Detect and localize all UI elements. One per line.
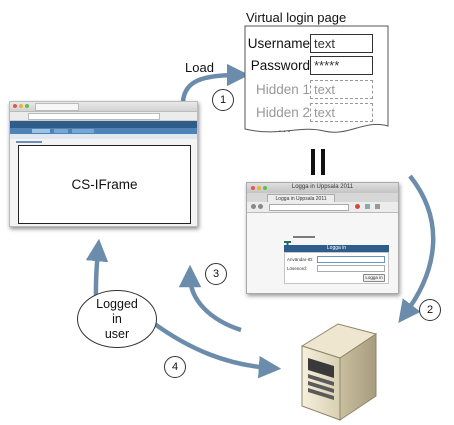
address-bar bbox=[28, 113, 160, 120]
password-field-label: Lösenord: bbox=[287, 266, 308, 271]
bubble-line-2: in bbox=[112, 312, 122, 326]
browser-tab bbox=[35, 103, 79, 111]
login-address-bar bbox=[269, 204, 349, 211]
arrow-3 bbox=[178, 264, 242, 333]
minimize-icon bbox=[257, 186, 261, 190]
login-header: Logga in bbox=[284, 245, 389, 252]
ellipsis: ... bbox=[278, 120, 292, 135]
virtual-login-page: Username text Password ***** Hidden 1 te… bbox=[244, 25, 388, 135]
breadcrumb bbox=[16, 141, 42, 143]
login-form: Användar-ID: Lösenord: Logga in bbox=[284, 252, 389, 284]
maximize-icon bbox=[25, 104, 29, 108]
close-icon bbox=[251, 186, 255, 190]
stop-icon bbox=[355, 204, 360, 209]
uppsala-logo bbox=[284, 235, 291, 248]
login-password-input[interactable] bbox=[317, 265, 385, 272]
bubble-line-1: Logged bbox=[96, 297, 138, 311]
step-3-badge: 3 bbox=[205, 263, 227, 285]
back-icon bbox=[251, 204, 256, 209]
username-field: text bbox=[310, 34, 373, 53]
load-label: Load bbox=[185, 60, 214, 75]
step-2-badge: 2 bbox=[419, 299, 441, 321]
logo-text bbox=[293, 236, 315, 238]
login-tab: Logga in Uppsala 2011 bbox=[267, 194, 335, 203]
close-icon bbox=[13, 104, 17, 108]
toolbar bbox=[10, 112, 197, 121]
hidden1-label: Hidden 1 bbox=[255, 82, 310, 97]
server-icon bbox=[300, 323, 378, 421]
maximize-icon bbox=[263, 186, 267, 190]
hidden2-label: Hidden 2 bbox=[255, 105, 310, 120]
bubble-line-3: user bbox=[104, 327, 130, 341]
minimize-icon bbox=[19, 104, 23, 108]
login-toolbar bbox=[247, 202, 398, 213]
equals-sign bbox=[311, 149, 325, 175]
site-header bbox=[10, 121, 197, 128]
cs-iframe: CS-IFrame bbox=[18, 145, 191, 224]
arrow-load bbox=[180, 63, 250, 102]
login-browser-window: Logga in Uppsala 2011 Logga in Uppsala 2… bbox=[246, 182, 399, 294]
site-subnav bbox=[10, 134, 197, 139]
login-content: Logga in Användar-ID: Lösenord: Logga in bbox=[247, 213, 398, 293]
window-title: Logga in Uppsala 2011 bbox=[291, 184, 354, 190]
bookmark-icon bbox=[365, 204, 370, 209]
step-1-badge: 1 bbox=[212, 89, 234, 111]
password-label: Password bbox=[250, 58, 310, 73]
login-titlebar: Logga in Uppsala 2011 bbox=[247, 183, 398, 193]
titlebar bbox=[10, 102, 197, 112]
hidden2-field: text bbox=[310, 103, 373, 122]
arrow-4-b bbox=[150, 320, 282, 379]
step-4-badge: 4 bbox=[164, 356, 186, 378]
username-label: Username bbox=[247, 36, 310, 51]
login-tabbar: Logga in Uppsala 2011 bbox=[247, 193, 398, 203]
username-field-label: Användar-ID: bbox=[287, 257, 314, 262]
menu-icon bbox=[375, 204, 380, 209]
arrow-2 bbox=[398, 174, 436, 324]
logged-in-user-bubble: Logged in user bbox=[77, 290, 157, 348]
hidden1-field: text bbox=[310, 80, 373, 99]
password-field: ***** bbox=[310, 56, 373, 75]
site-nav bbox=[10, 128, 197, 134]
login-username-input[interactable] bbox=[317, 256, 385, 263]
forward-icon bbox=[258, 204, 263, 209]
login-button[interactable]: Logga in bbox=[363, 274, 385, 282]
iframe-label: CS-IFrame bbox=[71, 177, 138, 192]
virtual-page-title: Virtual login page bbox=[246, 10, 347, 25]
